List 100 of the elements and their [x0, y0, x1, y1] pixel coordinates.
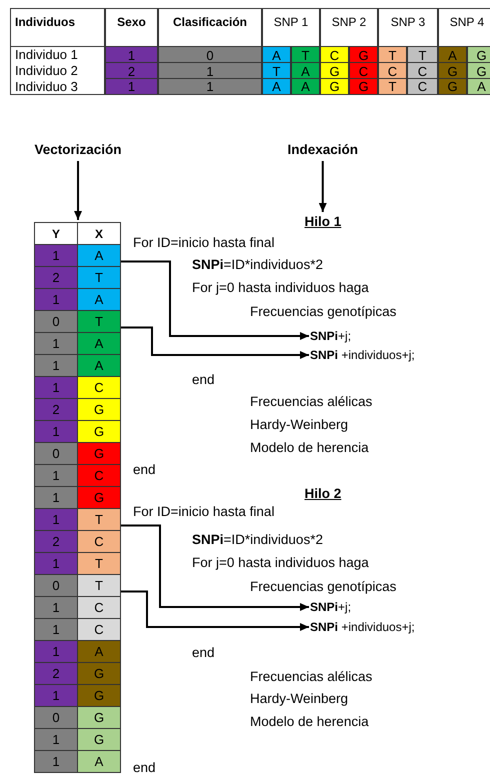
table-cell: T	[77, 266, 121, 289]
arrow	[121, 326, 309, 359]
table-cell: T	[378, 46, 407, 63]
table-cell: 1	[105, 46, 158, 63]
table-cell: 0	[34, 442, 78, 465]
table-cell: A	[77, 354, 121, 377]
code-line: Hardy-Weinberg	[250, 417, 348, 433]
code-line: Frecuencias genotípicas	[250, 579, 396, 595]
table-cell: 1	[158, 62, 262, 79]
code-line: Modelo de herencia	[250, 714, 369, 730]
code-line: end	[133, 462, 156, 478]
table-cell: A	[77, 288, 121, 311]
table-cell: T	[77, 508, 121, 531]
code-line: For j=0 hasta individuos haga	[192, 555, 369, 571]
table-cell: 0	[34, 706, 78, 729]
table-cell: C	[320, 46, 349, 63]
arrow	[121, 524, 309, 611]
table-cell: C	[77, 618, 121, 641]
table-cell: G	[467, 62, 490, 79]
table-cell: G	[349, 46, 378, 63]
arrow	[121, 260, 309, 340]
table-cell: G	[320, 78, 349, 95]
table-cell: 1	[34, 486, 78, 509]
table-cell: A	[77, 332, 121, 355]
table-cell: A	[262, 78, 291, 95]
table-cell: C	[378, 62, 407, 79]
table-cell: 0	[34, 310, 78, 333]
table-cell: G	[320, 62, 349, 79]
table-cell: A	[438, 46, 467, 63]
code-line: For j=0 hasta individuos haga	[192, 280, 369, 296]
table-cell: A	[77, 750, 121, 773]
table-cell: 1	[34, 332, 78, 355]
code-line: Frecuencias alélicas	[250, 394, 372, 410]
code-line: Hardy-Weinberg	[250, 691, 348, 707]
code-line: Modelo de herencia	[250, 440, 369, 456]
table-cell: 0	[34, 574, 78, 597]
code-line: end	[133, 760, 156, 776]
table-cell: 1	[105, 78, 158, 95]
code-line: end	[192, 645, 215, 661]
code-line: For ID=inicio hasta final	[133, 504, 274, 520]
table-cell: A	[291, 78, 320, 95]
table-cell: 1	[34, 420, 78, 443]
column-header: Individuos	[10, 8, 105, 47]
code-line: SNPi+j;	[310, 328, 352, 344]
code-line: For ID=inicio hasta final	[133, 235, 274, 251]
table-cell: 1	[34, 618, 78, 641]
thread-heading: Hilo 1	[304, 214, 342, 230]
table-cell: 1	[34, 728, 78, 751]
table-cell: 1	[34, 684, 78, 707]
table-cell: 1	[34, 376, 78, 399]
table-cell: 1	[34, 552, 78, 575]
arrow	[121, 590, 309, 631]
table-cell: G	[349, 78, 378, 95]
table-cell: 1	[34, 288, 78, 311]
table-cell: C	[77, 530, 121, 553]
table-cell: G	[77, 706, 121, 729]
table-cell: T	[291, 46, 320, 63]
code-line: Frecuencias genotípicas	[250, 304, 396, 320]
table-cell: A	[467, 78, 490, 95]
table-cell: 2	[34, 662, 78, 685]
table-cell: C	[77, 596, 121, 619]
table-cell: G	[77, 662, 121, 685]
table-cell: 1	[34, 596, 78, 619]
table-cell: G	[77, 420, 121, 443]
table-cell: C	[349, 62, 378, 79]
table-cell: 2	[34, 266, 78, 289]
table-cell: T	[77, 574, 121, 597]
table-cell: 1	[34, 354, 78, 377]
table-cell: 0	[158, 46, 262, 63]
thread-heading: Hilo 2	[304, 486, 342, 502]
arrow	[318, 161, 327, 212]
code-line: SNPi=ID*individuos*2	[192, 532, 323, 548]
section-heading: Vectorización	[34, 142, 122, 158]
table-cell: T	[378, 78, 407, 95]
code-line: SNPi+j;	[310, 599, 352, 615]
table-cell: A	[77, 640, 121, 663]
table-cell: 1	[34, 508, 78, 531]
table-cell: 2	[105, 62, 158, 79]
section-heading: Indexación	[288, 142, 358, 158]
table-cell: 1	[34, 244, 78, 267]
arrow	[74, 161, 82, 220]
code-line: end	[192, 372, 215, 388]
table-cell: T	[262, 62, 291, 79]
code-line: SNPi +individuos+j;	[310, 619, 415, 635]
table-cell: 1	[158, 78, 262, 95]
table-cell: G	[77, 728, 121, 751]
table-cell: T	[407, 46, 438, 63]
table-cell: C	[77, 464, 121, 487]
table-cell: A	[262, 46, 291, 63]
table-cell: 2	[34, 530, 78, 553]
table-cell: G	[77, 486, 121, 509]
table-cell: G	[438, 78, 467, 95]
table-cell: 1	[34, 640, 78, 663]
table-cell: C	[407, 78, 438, 95]
code-line: SNPi=ID*individuos*2	[192, 257, 323, 273]
table-cell: G	[77, 398, 121, 421]
code-line: Frecuencias alélicas	[250, 669, 372, 685]
table-cell: C	[77, 376, 121, 399]
table-cell: G	[438, 62, 467, 79]
table-cell: 1	[34, 750, 78, 773]
